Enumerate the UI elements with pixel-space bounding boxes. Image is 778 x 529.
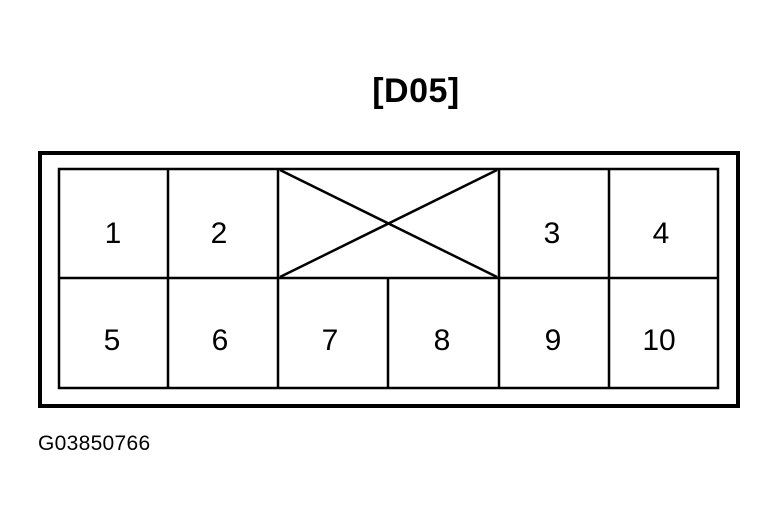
- pin-label: 9: [545, 324, 562, 357]
- pin-label: 4: [653, 217, 670, 250]
- pin-label: 7: [322, 324, 339, 357]
- pin-label: 2: [211, 217, 228, 250]
- connector-title: [D05]: [372, 72, 460, 110]
- pin-label: 5: [104, 324, 121, 357]
- pin-label: 6: [212, 324, 229, 357]
- connector-housing: [38, 151, 740, 408]
- figure-code: G03850766: [38, 432, 151, 455]
- pin-label: 3: [544, 217, 561, 250]
- pin-label: 10: [642, 324, 675, 357]
- pin-label: 8: [434, 324, 451, 357]
- empty-cavity-cross-icon: [279, 168, 498, 279]
- pin-label: 1: [105, 217, 122, 250]
